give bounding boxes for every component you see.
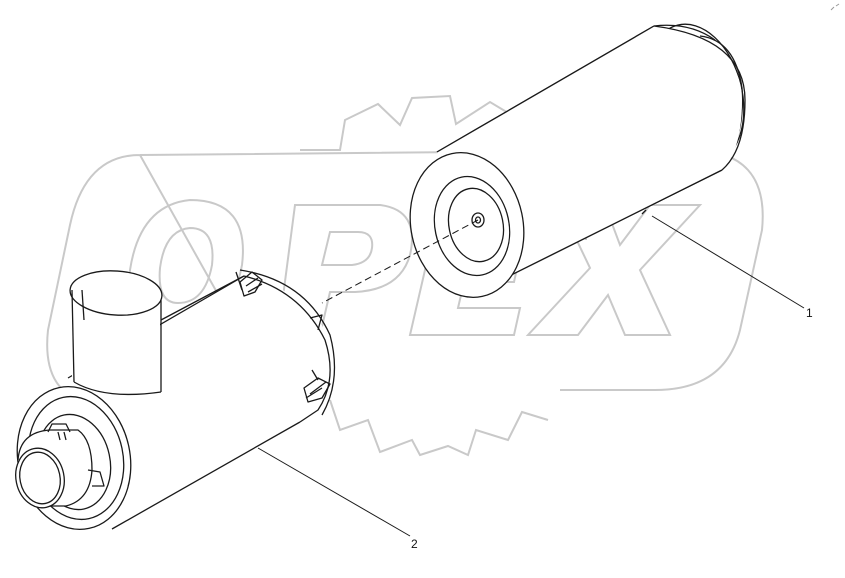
- cartridge-top-edge-front: [436, 25, 655, 153]
- cartridge-seam: [641, 209, 647, 215]
- inlet-tube-inner-left: [81, 289, 85, 321]
- cartridge-center-pin: [474, 216, 482, 224]
- housing-clamp-latch-bottom-detail: [305, 381, 327, 399]
- housing-clamp-band: [309, 314, 323, 331]
- assembly-axis-line: [321, 219, 479, 304]
- watermark-letter-p: [276, 204, 413, 336]
- housing-rear-clamp: [243, 275, 331, 423]
- watermark-letter-x: [525, 204, 703, 336]
- housing-rear-face-line: [235, 271, 319, 381]
- inlet-tube-join: [160, 275, 245, 321]
- air-cleaner-housing: [15, 269, 336, 531]
- housing-clamp-latch-top-detail: [245, 277, 263, 293]
- callout-label-1: 1: [806, 306, 813, 320]
- outlet-nozzle-tab: [47, 423, 71, 433]
- outlet-nozzle-mouth: [15, 447, 65, 509]
- callout-label-2: 2: [411, 537, 418, 551]
- housing-bottom-edge: [111, 421, 301, 530]
- filter-cartridge: [409, 23, 746, 298]
- cartridge-front-inner-ring: [447, 187, 505, 263]
- cartridge-rear-outline: [653, 25, 746, 171]
- housing-clamp-latch-bottom: [303, 377, 331, 403]
- outlet-nozzle-tab-lower: [87, 469, 105, 487]
- outlet-nozzle-rib: [57, 431, 67, 441]
- leader-line-1: [651, 215, 805, 309]
- cartridge-front-inner: [433, 175, 511, 277]
- watermark-gear-lower: [329, 399, 549, 457]
- housing-rear-clamp-outer: [239, 269, 336, 416]
- corner-mark: [830, 3, 840, 11]
- inlet-tube-base: [73, 381, 162, 396]
- cartridge-shoulder: [653, 24, 716, 41]
- outlet-nozzle-mouth-inner: [19, 451, 61, 505]
- leader-line-2: [257, 447, 411, 537]
- inlet-tube-left: [71, 289, 75, 383]
- cartridge-center-hole: [471, 212, 485, 228]
- cartridge-front-face: [409, 152, 525, 298]
- inlet-tube-mouth: [69, 270, 163, 316]
